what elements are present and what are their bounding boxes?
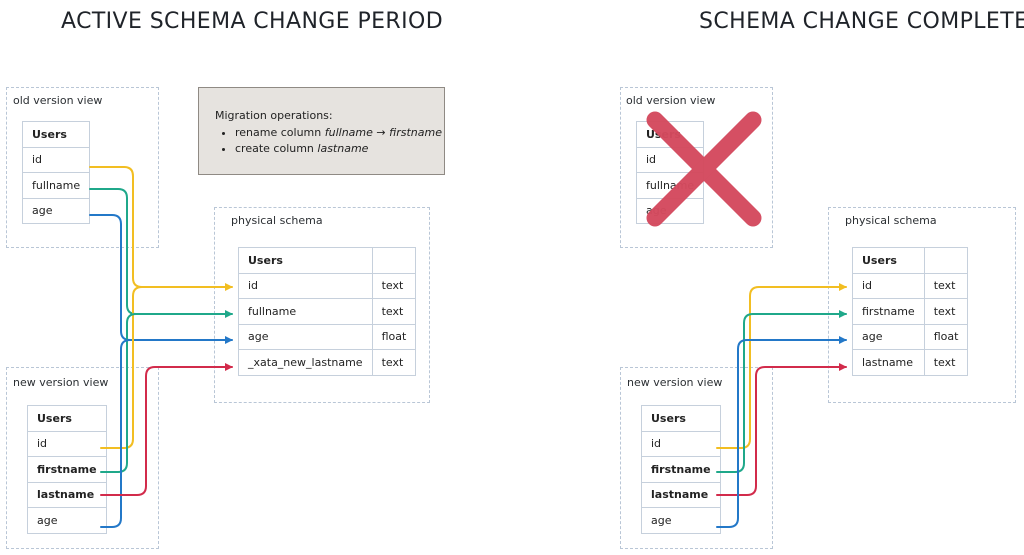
left-new-view-table: Users id firstname lastname age (27, 405, 107, 534)
right-heading: SCHEMA CHANGE COMPLETED (699, 9, 1024, 34)
right-physical-label: physical schema (845, 214, 937, 227)
table-row: age (852, 323, 925, 350)
table-cell: text (923, 272, 969, 299)
table-row: age (27, 507, 107, 534)
left-old-view-table: Users id fullname age (21, 121, 91, 224)
table-row: id (641, 430, 721, 457)
table-cell: float (923, 323, 969, 350)
table-row: age (238, 323, 373, 350)
table-header: Users (641, 405, 721, 432)
op-text: create column (235, 142, 318, 155)
table-row: age (641, 507, 721, 534)
old-age-connector (89, 214, 233, 344)
migration-op-rename: rename column fullname → firstname (235, 125, 444, 141)
table-cell: text (371, 298, 417, 325)
right-age-connector (716, 336, 847, 528)
table-row: age (21, 197, 91, 224)
right-lastname-connector (716, 363, 847, 496)
table-cell: text (371, 349, 417, 376)
close-icon (646, 111, 762, 227)
table-header: Users (21, 121, 91, 148)
op-column: fullname (324, 126, 373, 139)
left-heading: ACTIVE SCHEMA CHANGE PERIOD (61, 9, 444, 34)
table-row: firstname (852, 298, 925, 325)
right-old-view-label: old version view (626, 94, 716, 107)
table-row: lastname (27, 481, 107, 508)
table-row: fullname (21, 172, 91, 199)
migration-op-create: create column lastname (235, 141, 444, 157)
table-row: _xata_new_lastname (238, 349, 373, 376)
table-cell: float (371, 323, 417, 350)
table-row: firstname (641, 456, 721, 483)
old-id-connector (89, 166, 233, 291)
table-header: Users (238, 247, 373, 274)
right-new-view-label: new version view (627, 376, 723, 389)
new-lastname-connector (100, 363, 233, 496)
op-column: firstname (389, 126, 442, 139)
left-physical-label: physical schema (231, 214, 323, 227)
table-header: Users (27, 405, 107, 432)
old-fullname-connector (89, 188, 233, 318)
table-cell (923, 247, 969, 274)
op-column: lastname (317, 142, 369, 155)
table-row: lastname (852, 349, 925, 376)
table-row: id (27, 430, 107, 457)
migration-title: Migration operations: (215, 109, 333, 122)
table-row: id (852, 272, 925, 299)
migration-operations-note: Migration operations: rename column full… (198, 87, 445, 175)
left-old-view-label: old version view (13, 94, 103, 107)
table-row: firstname (27, 456, 107, 483)
op-text: rename column (235, 126, 325, 139)
arrow-icon: → (376, 126, 386, 139)
table-cell: text (923, 349, 969, 376)
left-new-view-label: new version view (13, 376, 109, 389)
new-age-connector (100, 339, 131, 528)
